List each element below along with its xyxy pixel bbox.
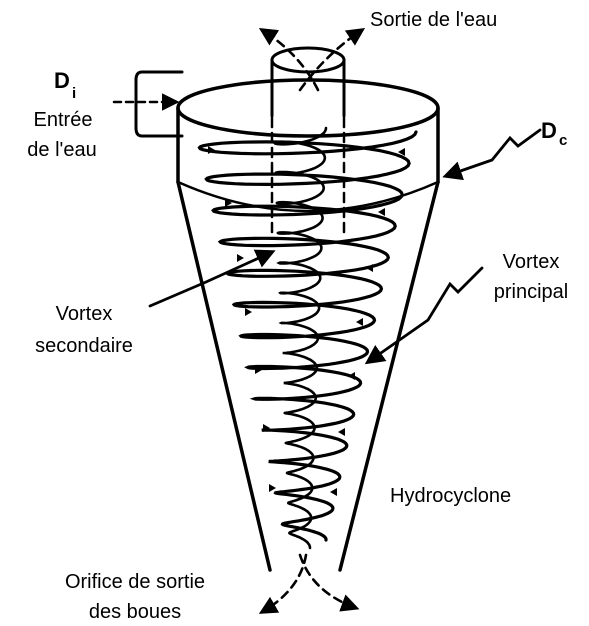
inlet-label-line2: de l'eau: [14, 140, 110, 160]
sludge-flow-right: [300, 555, 356, 608]
device-name-label: Hydrocyclone: [390, 486, 511, 506]
vortex-arrowhead: [378, 208, 385, 216]
water-outlet-label: Sortie de l'eau: [370, 10, 497, 30]
vortex-arrowhead: [330, 488, 337, 496]
sludge-outlet-label-line2: des boues: [60, 602, 210, 622]
inlet-diameter-subscript: i: [72, 86, 76, 101]
sludge-outlet-label-line1: Orifice de sortie: [40, 572, 230, 592]
primary-vortex-label-line1: Vortex: [486, 252, 576, 272]
secondary-vortex-label-line1: Vortex: [26, 304, 142, 324]
primary-vortex-leader: [368, 268, 482, 362]
vortex-arrowhead: [269, 484, 276, 492]
dc-leader: [446, 130, 540, 176]
primary-vortex-spiral: [200, 132, 417, 540]
vortex-arrowhead: [348, 372, 355, 380]
secondary-vortex-leader: [150, 252, 272, 306]
inlet-label-line1: Entrée: [18, 110, 108, 130]
inlet-diameter-symbol: D: [54, 70, 70, 92]
primary-vortex-label-line2: principal: [486, 282, 576, 302]
primary-vortex-path: [200, 132, 417, 540]
secondary-vortex-label-line2: secondaire: [26, 336, 142, 356]
cylinder-top: [178, 80, 438, 136]
cylinder-diameter-symbol: D: [541, 120, 557, 142]
cylinder-diameter-subscript: c: [559, 133, 567, 148]
vortex-arrowhead: [366, 264, 373, 272]
inlet-pipe: [136, 72, 182, 136]
vortex-arrowhead: [237, 254, 244, 262]
vortex-arrowhead: [356, 318, 363, 326]
vortex-arrowhead: [338, 428, 345, 436]
vortex-arrowhead: [245, 308, 252, 316]
